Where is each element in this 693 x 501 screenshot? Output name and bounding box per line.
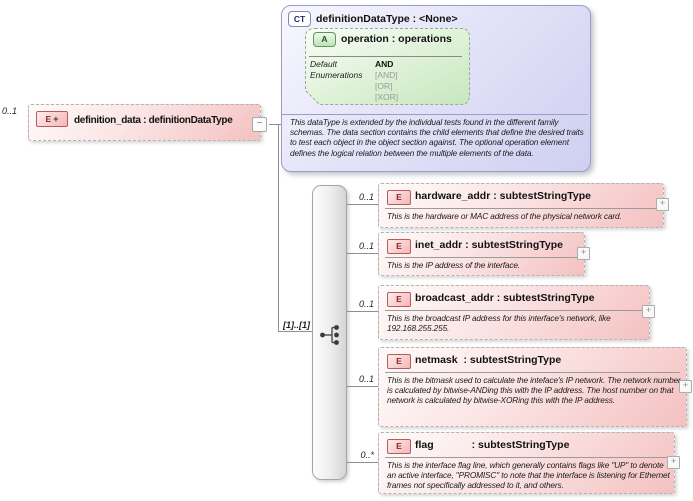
sequence-occurrence-label: [1]..[1] xyxy=(283,320,310,330)
element-icon: E xyxy=(387,239,411,254)
occurrence-label: 0..1 xyxy=(358,241,374,251)
expand-toggle[interactable]: + xyxy=(656,198,669,211)
complextype-icon: CT xyxy=(288,11,311,27)
separator xyxy=(385,372,680,373)
attribute-icon: A xyxy=(313,32,336,47)
connector-line xyxy=(278,124,279,332)
element-netmask[interactable]: E netmask : subtestStringType This is th… xyxy=(378,347,687,427)
connector-line xyxy=(345,253,378,254)
expand-toggle[interactable]: + xyxy=(577,247,590,260)
collapse-toggle[interactable]: − xyxy=(252,117,267,132)
element-description: This is the IP address of the interface. xyxy=(387,260,520,270)
complextype-title: definitionDataType : <None> xyxy=(316,13,458,25)
separator xyxy=(385,257,578,258)
connector-line xyxy=(269,124,281,125)
connector-line xyxy=(345,204,378,205)
occurrence-label: 0..1 xyxy=(358,192,374,202)
element-with-children-icon: E+ xyxy=(36,111,68,127)
element-title: netmask : subtestStringType xyxy=(415,354,562,366)
occurrence-label: 0..1 xyxy=(358,374,374,384)
element-title: definition_data : definitionDataType xyxy=(74,115,233,126)
element-description: This is the interface flag line, which g… xyxy=(387,460,670,491)
element-hardware-addr[interactable]: E hardware_addr : subtestStringType This… xyxy=(378,183,664,228)
sequence-compositor[interactable] xyxy=(312,185,347,480)
element-icon: E xyxy=(387,354,411,369)
element-broadcast-addr[interactable]: E broadcast_addr : subtestStringType Thi… xyxy=(378,285,650,340)
element-icon: E xyxy=(387,292,411,307)
element-title: hardware_addr : subtestStringType xyxy=(415,190,592,202)
separator xyxy=(385,208,657,209)
separator xyxy=(282,114,588,115)
element-description: This is the bitmask used to calculate th… xyxy=(387,375,681,406)
element-title: flag : subtestStringType xyxy=(415,439,570,451)
element-title: inet_addr : subtestStringType xyxy=(415,239,563,251)
enumeration-value: [OR] xyxy=(375,81,393,91)
element-icon: E xyxy=(387,439,411,454)
separator xyxy=(385,310,643,311)
sequence-icon xyxy=(320,325,339,345)
element-description: This is the broadcast IP address for thi… xyxy=(387,313,611,334)
complextype-description: This dataType is extended by the individ… xyxy=(290,117,584,158)
connector-line xyxy=(278,331,312,332)
attribute-box-shape[interactable] xyxy=(305,28,471,106)
element-description: This is the hardware or MAC address of t… xyxy=(387,211,622,221)
separator xyxy=(309,56,462,57)
connector-line xyxy=(345,462,378,463)
connector-line xyxy=(345,311,378,312)
occurrence-label: 0..1 xyxy=(2,106,18,116)
element-title: broadcast_addr : subtestStringType xyxy=(415,292,595,304)
enumeration-value: [AND] xyxy=(375,70,398,80)
connector-line xyxy=(345,386,378,387)
occurrence-label: 0..1 xyxy=(358,299,374,309)
expand-toggle[interactable]: + xyxy=(642,305,655,318)
enumerations-label: Enumerations xyxy=(310,70,363,80)
expand-toggle[interactable]: + xyxy=(679,380,692,393)
default-value: AND xyxy=(375,59,394,69)
element-flag[interactable]: E flag : subtestStringType This is the i… xyxy=(378,432,675,494)
enumeration-value: [XOR] xyxy=(375,92,399,102)
separator xyxy=(385,457,668,458)
attribute-title: operation : operations xyxy=(341,33,452,45)
element-inet-addr[interactable]: E inet_addr : subtestStringType This is … xyxy=(378,232,585,276)
occurrence-label: 0..* xyxy=(360,450,374,460)
default-label: Default xyxy=(310,59,337,69)
expand-toggle[interactable]: + xyxy=(667,456,680,469)
element-icon: E xyxy=(387,190,411,205)
